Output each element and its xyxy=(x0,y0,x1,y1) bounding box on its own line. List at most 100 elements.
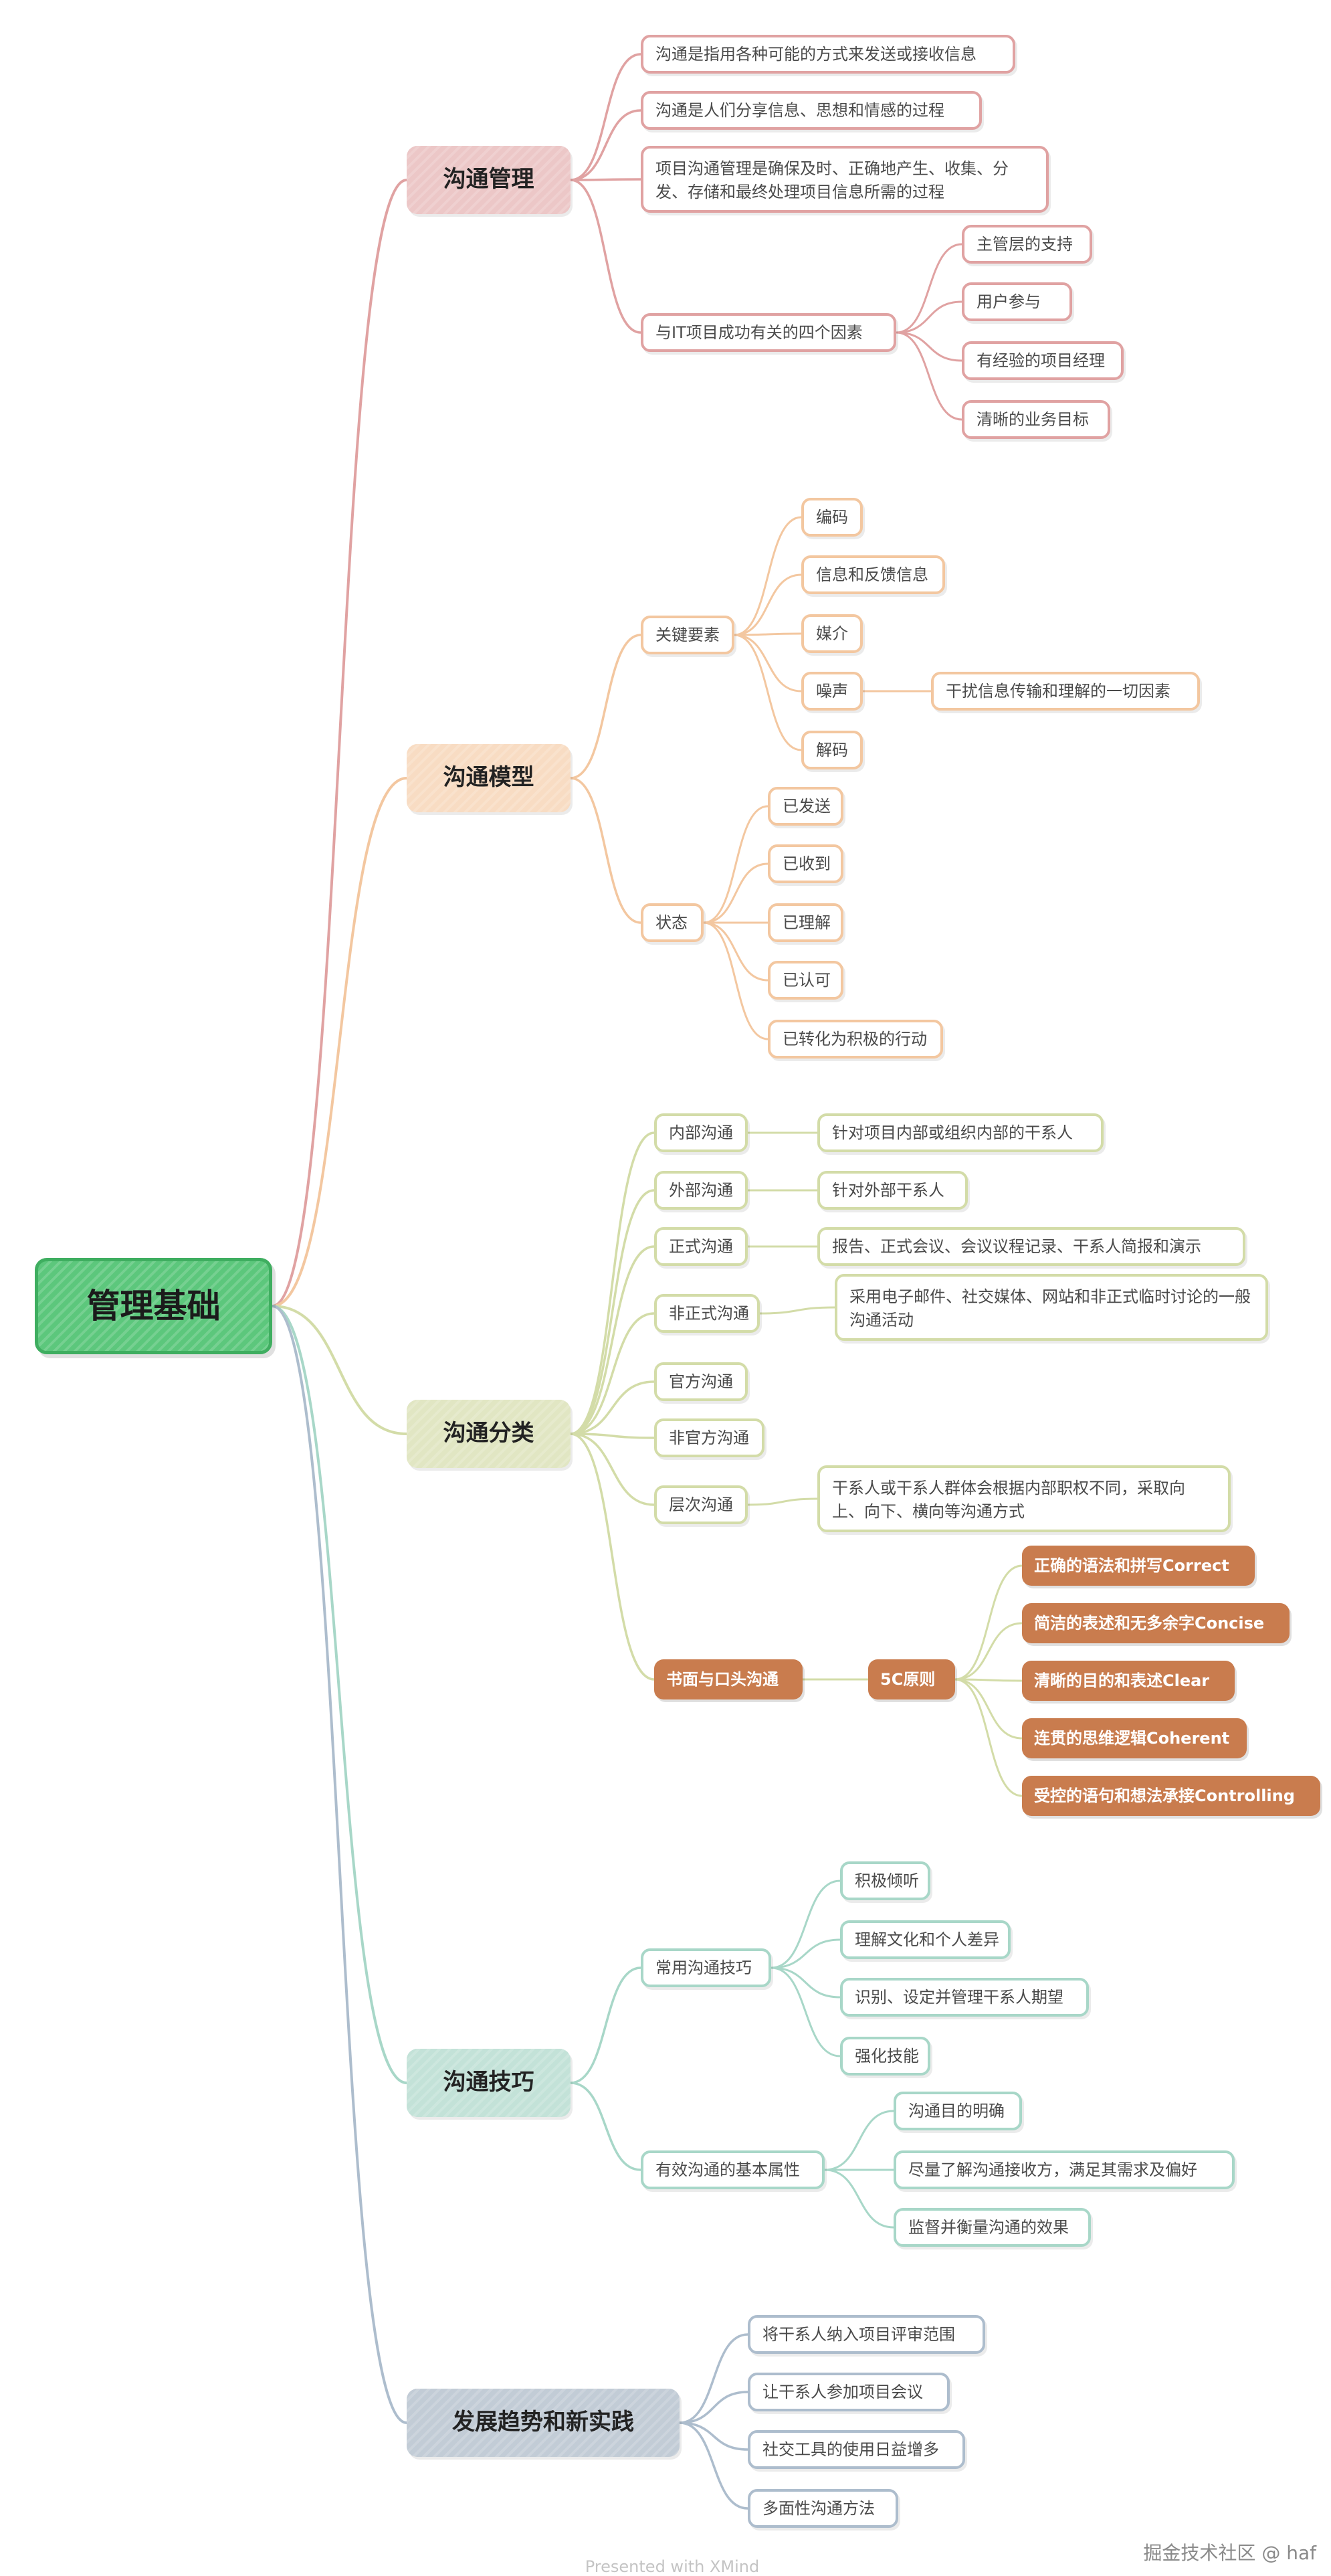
topic-正式沟通[interactable]: 正式沟通 xyxy=(654,1227,748,1266)
connector-理解文化和个人差异 xyxy=(770,1938,841,1969)
connector-监督并衡量沟通的效果 xyxy=(823,2169,895,2229)
topic-5c原则[interactable]: 5C原则 xyxy=(868,1659,955,1699)
connector-清晰的目的和表述clear xyxy=(954,1678,1023,1682)
topic-受控的语句和想法承接controlling[interactable]: 受控的语句和想法承接Controlling xyxy=(1022,1776,1320,1816)
topic-沟通目的明确[interactable]: 沟通目的明确 xyxy=(894,2092,1022,2130)
connector-main-沟通分类 xyxy=(271,1305,408,1435)
topic-关键要素[interactable]: 关键要素 xyxy=(641,616,734,654)
topic-常用沟通技巧[interactable]: 常用沟通技巧 xyxy=(641,1948,771,1987)
topic-有效沟通的基本属性[interactable]: 有效沟通的基本属性 xyxy=(641,2150,825,2189)
topic-连贯的思维逻辑coherent[interactable]: 连贯的思维逻辑Coherent xyxy=(1022,1718,1247,1758)
connector-外部沟通 xyxy=(569,1189,655,1435)
main-topic-沟通模型[interactable]: 沟通模型 xyxy=(407,744,571,812)
topic-干系人或干系人群体会根据内部职权不同-采取向上-向下-横向等沟通方式[interactable]: 干系人或干系人群体会根据内部职权不同，采取向上、向下、横向等沟通方式 xyxy=(817,1465,1231,1532)
topic-解码[interactable]: 解码 xyxy=(801,731,863,769)
main-topic-沟通技巧[interactable]: 沟通技巧 xyxy=(407,2049,571,2117)
connector-将干系人纳入项目评审范围 xyxy=(678,2333,749,2424)
connector-常用沟通技巧 xyxy=(569,1966,642,2084)
topic-已理解[interactable]: 已理解 xyxy=(768,903,843,942)
topic-针对项目内部或组织内部的干系人[interactable]: 针对项目内部或组织内部的干系人 xyxy=(817,1113,1104,1152)
topic-简洁的表述和无多余字concise[interactable]: 简洁的表述和无多余字Concise xyxy=(1022,1603,1290,1643)
topic-非官方沟通[interactable]: 非官方沟通 xyxy=(654,1418,764,1457)
connector-main-沟通管理 xyxy=(271,179,408,1307)
topic-已转化为积极的行动[interactable]: 已转化为积极的行动 xyxy=(768,1020,943,1059)
connector-已发送 xyxy=(702,805,769,924)
connector-采用电子邮件-社交媒体-网站和非正式临时讨论的一般沟通活动 xyxy=(758,1306,836,1315)
topic-状态[interactable]: 状态 xyxy=(641,903,704,942)
connector-多面性沟通方法 xyxy=(678,2421,749,2510)
connector-非官方沟通 xyxy=(569,1433,655,1439)
main-topic-沟通分类[interactable]: 沟通分类 xyxy=(407,1400,571,1468)
topic-主管层的支持[interactable]: 主管层的支持 xyxy=(962,225,1092,264)
connector-主管层的支持 xyxy=(895,243,963,334)
topic-积极倾听[interactable]: 积极倾听 xyxy=(840,1861,930,1900)
connector-层次沟通 xyxy=(569,1433,655,1506)
topic-项目沟通管理是确保及时-正确地产生-收集-分发-存储和最终处理项目信息所需的过程[interactable]: 项目沟通管理是确保及时、正确地产生、收集、分发、存储和最终处理项目信息所需的过程 xyxy=(641,146,1049,213)
topic-非正式沟通[interactable]: 非正式沟通 xyxy=(654,1294,760,1333)
topic-清晰的目的和表述clear[interactable]: 清晰的目的和表述Clear xyxy=(1022,1661,1235,1701)
connector-沟通是指用各种可能的方式来发送或接收信息 xyxy=(569,53,642,181)
topic-用户参与[interactable]: 用户参与 xyxy=(962,282,1072,321)
topic-外部沟通[interactable]: 外部沟通 xyxy=(654,1171,748,1210)
connector-用户参与 xyxy=(895,300,963,334)
connector-识别-设定并管理干系人期望 xyxy=(770,1966,841,1999)
topic-让干系人参加项目会议[interactable]: 让干系人参加项目会议 xyxy=(748,2373,950,2411)
topic-尽量了解沟通接收方-满足其需求及偏好[interactable]: 尽量了解沟通接收方，满足其需求及偏好 xyxy=(894,2150,1235,2189)
connector-积极倾听 xyxy=(770,1879,841,1969)
topic-层次沟通[interactable]: 层次沟通 xyxy=(654,1485,748,1524)
topic-清晰的业务目标[interactable]: 清晰的业务目标 xyxy=(962,400,1110,439)
root-topic[interactable]: 管理基础 xyxy=(35,1258,272,1354)
connector-官方沟通 xyxy=(569,1380,655,1435)
connector-main-发展趋势和新实践 xyxy=(271,1305,408,2424)
topic-沟通是指用各种可能的方式来发送或接收信息[interactable]: 沟通是指用各种可能的方式来发送或接收信息 xyxy=(641,35,1015,74)
topic-已收到[interactable]: 已收到 xyxy=(768,844,843,883)
topic-针对外部干系人[interactable]: 针对外部干系人 xyxy=(817,1171,968,1210)
topic-已发送[interactable]: 已发送 xyxy=(768,787,843,826)
topic-内部沟通[interactable]: 内部沟通 xyxy=(654,1113,748,1152)
connector-有经验的项目经理 xyxy=(895,331,963,362)
topic-识别-设定并管理干系人期望[interactable]: 识别、设定并管理干系人期望 xyxy=(840,1978,1089,2017)
connector-已转化为积极的行动 xyxy=(702,921,769,1040)
connector-main-沟通模型 xyxy=(271,777,408,1307)
connector-强化技能 xyxy=(770,1966,841,2057)
topic-与it项目成功有关的四个因素[interactable]: 与IT项目成功有关的四个因素 xyxy=(641,313,896,352)
topic-社交工具的使用日益增多[interactable]: 社交工具的使用日益增多 xyxy=(748,2430,965,2469)
topic-官方沟通[interactable]: 官方沟通 xyxy=(654,1362,748,1401)
connector-干系人或干系人群体会根据内部职权不同-采取向上-向下-横向等沟通方式 xyxy=(746,1497,819,1506)
main-topic-发展趋势和新实践[interactable]: 发展趋势和新实践 xyxy=(407,2389,680,2457)
connector-正确的语法和拼写correct xyxy=(954,1564,1023,1681)
topic-有经验的项目经理[interactable]: 有经验的项目经理 xyxy=(962,341,1124,380)
topic-报告-正式会议-会议议程记录-干系人简报和演示[interactable]: 报告、正式会议、会议议程记录、干系人简报和演示 xyxy=(817,1227,1245,1266)
connector-编码 xyxy=(733,516,803,636)
connector-内部沟通 xyxy=(569,1131,655,1435)
topic-噪声[interactable]: 噪声 xyxy=(801,672,863,711)
topic-正确的语法和拼写correct[interactable]: 正确的语法和拼写Correct xyxy=(1022,1546,1255,1586)
connector-书面与口头沟通 xyxy=(569,1433,655,1681)
topic-强化技能[interactable]: 强化技能 xyxy=(840,2037,930,2076)
connector-已收到 xyxy=(702,862,769,924)
topic-干扰信息传输和理解的一切因素[interactable]: 干扰信息传输和理解的一切因素 xyxy=(931,672,1200,711)
watermark-credit: 掘金技术社区 @ haf xyxy=(1143,2542,1316,2564)
connector-解码 xyxy=(733,634,803,751)
topic-多面性沟通方法[interactable]: 多面性沟通方法 xyxy=(748,2489,898,2528)
connector-连贯的思维逻辑coherent xyxy=(954,1678,1023,1740)
topic-监督并衡量沟通的效果[interactable]: 监督并衡量沟通的效果 xyxy=(894,2208,1091,2247)
connector-关键要素 xyxy=(569,634,642,779)
main-topic-沟通管理[interactable]: 沟通管理 xyxy=(407,146,571,214)
topic-采用电子邮件-社交媒体-网站和非正式临时讨论的一般沟通活动[interactable]: 采用电子邮件、社交媒体、网站和非正式临时讨论的一般沟通活动 xyxy=(835,1274,1268,1341)
connector-媒介 xyxy=(733,632,803,636)
topic-已认可[interactable]: 已认可 xyxy=(768,961,843,1000)
topic-媒介[interactable]: 媒介 xyxy=(801,614,863,653)
topic-将干系人纳入项目评审范围[interactable]: 将干系人纳入项目评审范围 xyxy=(748,2315,985,2354)
topic-沟通是人们分享信息-思想和情感的过程[interactable]: 沟通是人们分享信息、思想和情感的过程 xyxy=(641,91,982,130)
topic-信息和反馈信息[interactable]: 信息和反馈信息 xyxy=(801,555,945,594)
connector-正式沟通 xyxy=(569,1245,655,1435)
connector-让干系人参加项目会议 xyxy=(678,2391,749,2424)
connector-沟通是人们分享信息-思想和情感的过程 xyxy=(569,109,642,181)
connector-沟通目的明确 xyxy=(823,2110,895,2171)
topic-编码[interactable]: 编码 xyxy=(801,498,863,537)
topic-书面与口头沟通[interactable]: 书面与口头沟通 xyxy=(654,1659,803,1699)
topic-理解文化和个人差异[interactable]: 理解文化和个人差异 xyxy=(840,1920,1011,1959)
connector-简洁的表述和无多余字concise xyxy=(954,1622,1023,1681)
